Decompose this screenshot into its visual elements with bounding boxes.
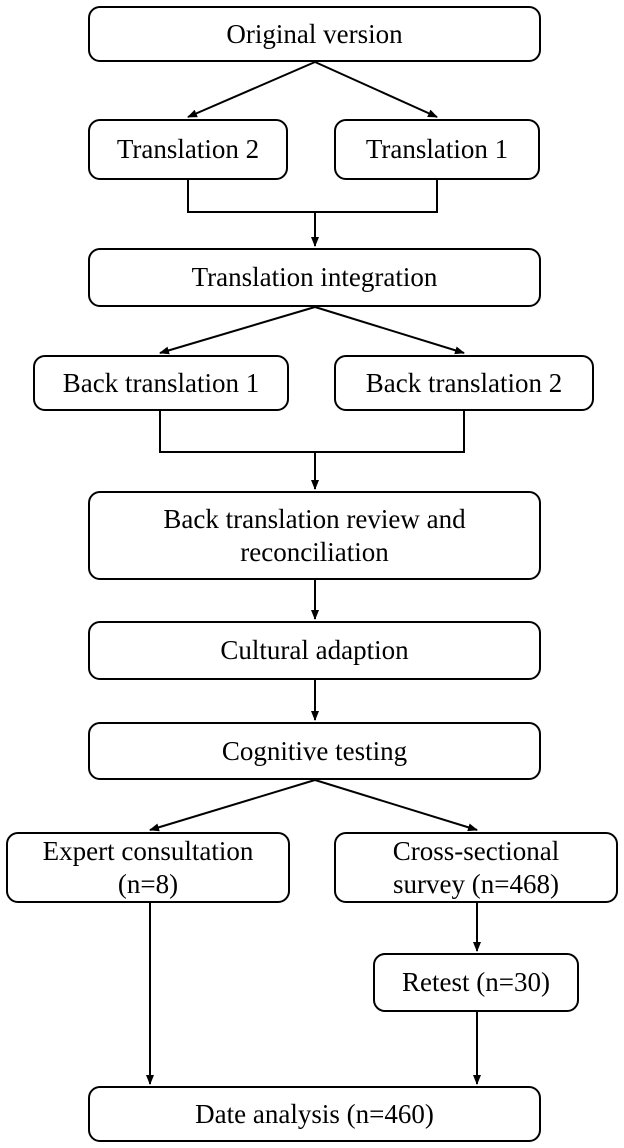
node-cross-sectional-survey-line1: Cross-sectional bbox=[392, 835, 560, 866]
arrow-integration-to-back-translation-1 bbox=[159, 306, 316, 355]
node-cross-sectional-survey: Cross-sectional survey (n=468) bbox=[334, 832, 618, 903]
node-retest: Retest (n=30) bbox=[373, 953, 579, 1012]
node-translation-integration: Translation integration bbox=[88, 248, 541, 307]
arrow-original-to-translation-2 bbox=[187, 61, 316, 118]
node-original-version-label: Original version bbox=[226, 18, 403, 49]
connector-translations-merge bbox=[187, 180, 438, 213]
node-back-translation-2-label: Back translation 2 bbox=[365, 367, 563, 398]
node-translation-2: Translation 2 bbox=[88, 119, 288, 180]
node-back-translation-1: Back translation 1 bbox=[33, 355, 289, 411]
node-translation-1: Translation 1 bbox=[334, 119, 540, 180]
arrow-cognitive-to-cross-sectional bbox=[314, 779, 478, 832]
node-back-translation-2: Back translation 2 bbox=[334, 355, 594, 411]
node-back-translation-review: Back translation review and reconciliati… bbox=[88, 491, 541, 580]
node-translation-1-label: Translation 1 bbox=[365, 134, 509, 164]
node-expert-consultation-line2: (n=8) bbox=[117, 868, 179, 899]
node-expert-consultation-line1: Expert consultation bbox=[42, 835, 254, 866]
node-cultural-adaption: Cultural adaption bbox=[88, 621, 541, 680]
node-expert-consultation: Expert consultation (n=8) bbox=[6, 832, 290, 903]
node-date-analysis-label: Date analysis (n=460) bbox=[195, 1098, 434, 1129]
connector-back-translations-merge bbox=[159, 411, 465, 453]
node-cognitive-testing: Cognitive testing bbox=[88, 722, 541, 780]
node-original-version: Original version bbox=[88, 6, 541, 62]
node-back-translation-review-line1: Back translation review and bbox=[163, 503, 466, 534]
arrow-cognitive-to-expert bbox=[149, 779, 316, 832]
node-cross-sectional-survey-line2: survey (n=468) bbox=[393, 868, 559, 899]
arrow-original-to-translation-1 bbox=[314, 61, 438, 118]
node-date-analysis: Date analysis (n=460) bbox=[88, 1086, 541, 1142]
node-cultural-adaption-label: Cultural adaption bbox=[220, 635, 409, 665]
node-translation-integration-label: Translation integration bbox=[191, 262, 438, 292]
node-back-translation-1-label: Back translation 1 bbox=[62, 367, 260, 398]
node-retest-label: Retest (n=30) bbox=[402, 967, 550, 997]
node-back-translation-review-line2: reconciliation bbox=[240, 536, 389, 567]
node-cognitive-testing-label: Cognitive testing bbox=[221, 735, 408, 766]
node-translation-2-label: Translation 2 bbox=[116, 134, 260, 164]
arrow-integration-to-back-translation-2 bbox=[314, 306, 465, 355]
